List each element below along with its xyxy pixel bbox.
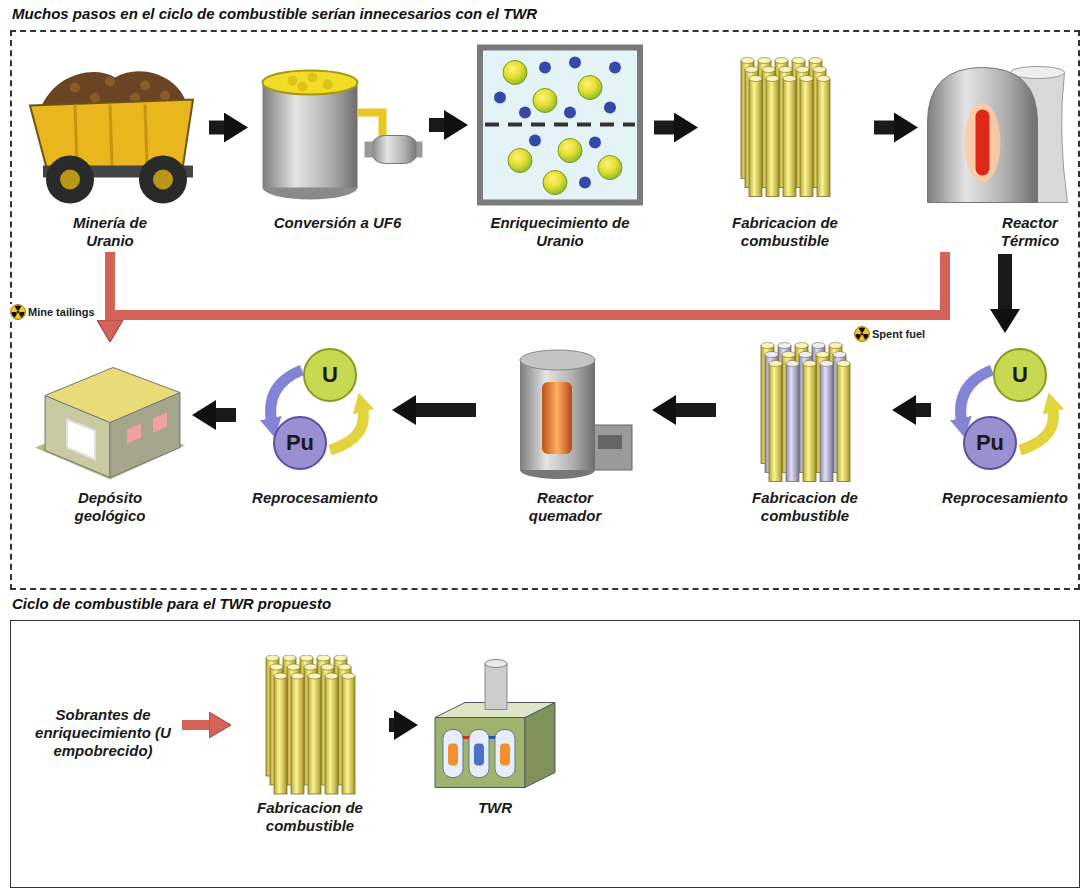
process-step: Sobrantes de enriquecimiento (U empobrec…: [28, 706, 178, 760]
flow-arrow: [389, 718, 398, 732]
fuel2-icon: [720, 335, 890, 485]
truck-drawing: [15, 45, 205, 210]
edge-label-text: Mine tailings: [28, 304, 95, 320]
rep-drawing: [935, 335, 1075, 485]
flow-arrow: [874, 121, 898, 135]
fuel-drawing: [235, 655, 385, 795]
process-step: Depósito geológico: [30, 345, 190, 525]
process-step: Fabricacion de combustible: [235, 655, 385, 835]
edge-label-text: Spent fuel: [872, 326, 925, 342]
step-label: Reactor quemador: [510, 489, 620, 525]
conv-icon: [250, 45, 425, 210]
flow-arrow: [429, 118, 448, 132]
step-label: TWR: [420, 799, 570, 817]
dashed-panel: Ciclo de combustible para el TWR propues…: [10, 594, 1080, 888]
step-label: Minería de Uranio: [50, 214, 170, 250]
step-label: Conversión a UF6: [250, 214, 425, 232]
burner-drawing: [480, 335, 650, 485]
process-step: U PuReprocesamiento: [935, 335, 1075, 507]
waste-arrow: [182, 720, 213, 730]
reactor-icon: [920, 45, 1075, 210]
flow-arrow: [998, 254, 1012, 313]
edge-label: Spent fuel: [852, 326, 927, 342]
element-symbol: U: [994, 362, 1046, 388]
step-label: Reactor Térmico: [985, 214, 1075, 250]
process-step: U PuReprocesamiento: [240, 335, 390, 507]
flow-arrow: [212, 408, 236, 422]
step-label: Fabricacion de combustible: [245, 799, 375, 835]
reactor-drawing: [920, 45, 1075, 210]
element-symbol: Pu: [964, 430, 1016, 456]
waste-arrow: [110, 252, 945, 324]
fuel-drawing: [700, 45, 870, 210]
burner-icon: [480, 335, 650, 485]
rep-icon: U Pu: [935, 335, 1075, 485]
fuel-icon: [235, 655, 385, 795]
twr-drawing: [420, 655, 570, 795]
dep-icon: [30, 345, 190, 485]
element-symbol: U: [304, 362, 356, 388]
flow-arrow: [672, 403, 716, 417]
process-step: Fabricacion de combustible: [720, 335, 890, 525]
conv-drawing: [250, 45, 425, 210]
rep-drawing: [240, 335, 390, 485]
fuel-icon: [700, 45, 870, 210]
rep-icon: U Pu: [240, 335, 390, 485]
twr-icon: [420, 655, 570, 795]
step-label: Sobrantes de enriquecimiento (U empobrec…: [28, 706, 178, 760]
dashed-panel: Muchos pasos en el ciclo de combustible …: [10, 4, 1080, 590]
truck-icon: [15, 45, 205, 210]
process-step: Enriquecimiento de Uranio: [470, 40, 650, 250]
step-label: Fabricacion de combustible: [720, 214, 850, 250]
flow-arrow: [412, 403, 476, 417]
waste-arrow: [105, 252, 115, 324]
radiation-symbol: [10, 304, 26, 320]
process-step: Reactor Térmico: [920, 45, 1075, 250]
enr-icon: [470, 40, 650, 210]
step-label: Depósito geológico: [55, 489, 165, 525]
flow-arrow: [654, 121, 678, 135]
process-step: Conversión a UF6: [250, 45, 425, 232]
panel-heading: Ciclo de combustible para el TWR propues…: [10, 594, 1080, 614]
radiation-symbol: [854, 326, 870, 342]
process-step: Fabricacion de combustible: [700, 45, 870, 250]
flow-arrow: [912, 403, 931, 417]
process-step: Reactor quemador: [480, 335, 650, 525]
edge-label: Mine tailings: [8, 304, 97, 320]
step-label: Reprocesamiento: [240, 489, 390, 507]
process-step: Minería de Uranio: [15, 45, 205, 250]
element-symbol: Pu: [274, 430, 326, 456]
step-label: Enriquecimiento de Uranio: [485, 214, 635, 250]
dep-drawing: [30, 345, 190, 485]
step-label: Fabricacion de combustible: [740, 489, 870, 525]
fuel2-drawing: [720, 335, 890, 485]
step-label: Reprocesamiento: [935, 489, 1075, 507]
flow-arrow: [209, 121, 228, 135]
panel-heading: Muchos pasos en el ciclo de combustible …: [10, 4, 1080, 24]
enr-drawing: [470, 40, 650, 210]
process-step: TWR: [420, 655, 570, 817]
